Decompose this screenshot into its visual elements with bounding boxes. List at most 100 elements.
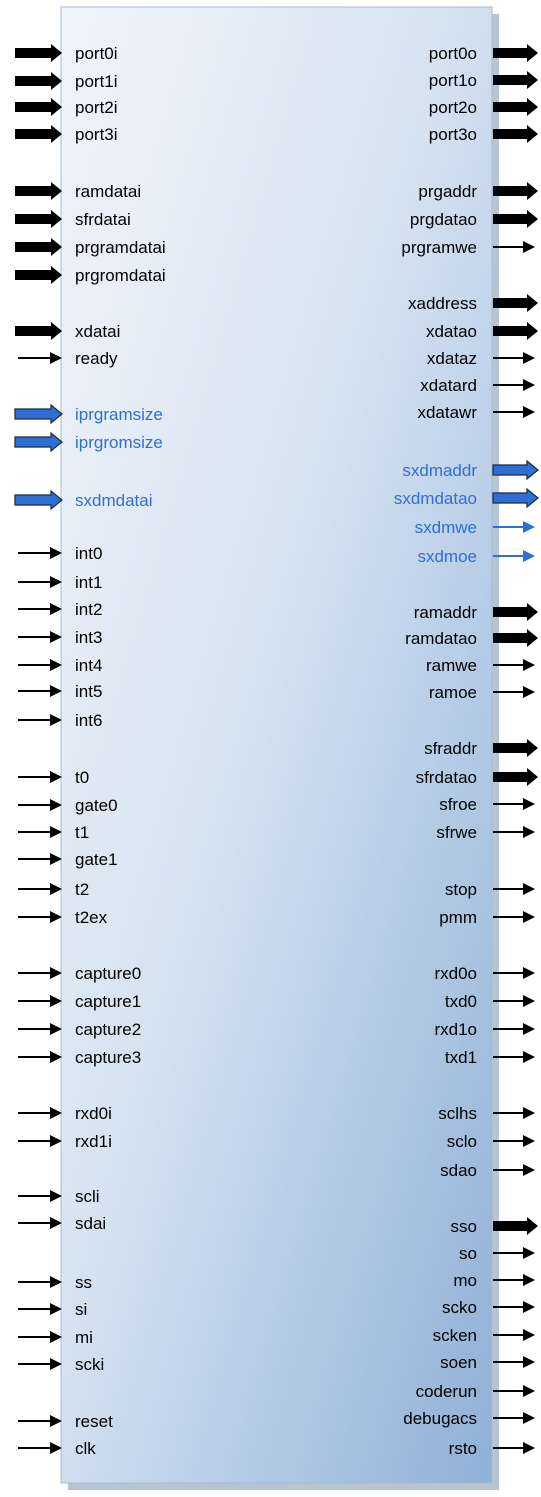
input-wire-arrow-int4 xyxy=(18,659,62,671)
output-bus-arrow-ramaddr xyxy=(493,603,538,621)
input-bus-arrow-xdatai xyxy=(15,322,62,340)
output-pin-label: rsto xyxy=(449,1439,477,1458)
input-pin-label: t1 xyxy=(75,823,89,842)
input-wire-arrow-int6 xyxy=(18,714,62,726)
output-pin-label: coderun xyxy=(416,1382,477,1401)
input-wire-arrow-rxd0i xyxy=(18,1107,62,1119)
output-wire-arrow-ramoe xyxy=(493,686,535,698)
input-pin-label: int4 xyxy=(75,656,102,675)
output-wire-arrow-rxd0o xyxy=(493,967,535,979)
input-wire-arrow-clk xyxy=(18,1442,62,1454)
input-wire-arrow-reset xyxy=(18,1415,62,1427)
output-bus-arrow-port1o xyxy=(493,71,538,89)
output-bus-arrow-ramdatao xyxy=(493,629,538,647)
input-pin-label: sdai xyxy=(75,1214,106,1233)
input-bus-arrow-port0i xyxy=(15,44,62,62)
input-wire-arrow-int0 xyxy=(18,547,62,559)
input-pin-label: ready xyxy=(75,349,118,368)
input-pin-label: port0i xyxy=(75,44,118,63)
output-bus-arrow-xaddress xyxy=(493,294,538,312)
input-wire-arrow-t2 xyxy=(18,883,62,895)
input-pin-label: clk xyxy=(75,1439,96,1458)
input-wire-arrow-t2ex xyxy=(18,911,62,923)
input-pin-label: int0 xyxy=(75,544,102,563)
input-pin-label: capture1 xyxy=(75,992,141,1011)
input-pin-label: int6 xyxy=(75,711,102,730)
input-bus-arrow-prgramdatai xyxy=(15,238,62,256)
output-pin-label: xdatawr xyxy=(417,403,477,422)
input-bus-arrow-prgromdatai xyxy=(15,266,62,284)
input-pin-label: si xyxy=(75,1300,87,1319)
input-pin-label: gate0 xyxy=(75,796,118,815)
output-pin-label: prgaddr xyxy=(418,182,477,201)
input-wire-arrow-t1 xyxy=(18,826,62,838)
input-pin-label: mi xyxy=(75,1328,93,1347)
output-pin-label: ramoe xyxy=(429,683,477,702)
input-wire-arrow-mi xyxy=(18,1331,62,1343)
output-bus-arrow-prgaddr xyxy=(493,182,538,200)
output-wire-arrow-stop xyxy=(493,883,535,895)
input-pin-label: reset xyxy=(75,1412,113,1431)
input-bus-arrow-sfrdatai xyxy=(15,210,62,228)
output-pin-label: sxdmoe xyxy=(417,547,477,566)
output-bus-arrow-port3o xyxy=(493,125,538,143)
input-pin-label: t0 xyxy=(75,768,89,787)
output-wire-arrow-pmm xyxy=(493,911,535,923)
output-pin-label: prgdatao xyxy=(410,210,477,229)
output-pin-label: rxd0o xyxy=(434,964,477,983)
input-wire-arrow-int1 xyxy=(18,576,62,588)
input-wire-arrow-int5 xyxy=(18,685,62,697)
output-wire-arrow-sfrwe xyxy=(493,826,535,838)
input-pin-label: xdatai xyxy=(75,322,120,341)
output-pin-label: port2o xyxy=(429,98,477,117)
output-pin-label: xaddress xyxy=(408,294,477,313)
output-wire-arrow-sdao xyxy=(493,1164,535,1176)
output-wire-arrow-prgramwe xyxy=(493,241,535,253)
output-wire-arrow-so xyxy=(493,1247,535,1259)
output-pin-label: txd0 xyxy=(445,992,477,1011)
output-pin-label: sfroe xyxy=(439,795,477,814)
output-wire-arrow-sxdmoe xyxy=(493,550,535,562)
input-wire-arrow-gate1 xyxy=(18,853,62,865)
input-bus-arrow-iprgromsize xyxy=(14,431,63,453)
output-pin-label: debugacs xyxy=(403,1409,477,1428)
input-pin-label: capture2 xyxy=(75,1020,141,1039)
output-wire-arrow-scken xyxy=(493,1329,535,1341)
output-wire-arrow-sxdmwe xyxy=(493,521,535,533)
output-bus-arrow-sfraddr xyxy=(493,739,538,757)
output-pin-label: xdataz xyxy=(427,349,477,368)
output-pin-label: sxdmdatao xyxy=(394,489,477,508)
input-wire-arrow-scli xyxy=(18,1190,62,1202)
output-pin-label: sclo xyxy=(447,1132,477,1151)
output-wire-arrow-sclhs xyxy=(493,1107,535,1119)
input-pin-label: prgramdatai xyxy=(75,238,166,257)
output-pin-label: so xyxy=(459,1244,477,1263)
output-wire-arrow-scko xyxy=(493,1301,535,1313)
output-pin-label: sdao xyxy=(440,1161,477,1180)
output-wire-arrow-ramwe xyxy=(493,659,535,671)
input-pin-label: ramdatai xyxy=(75,182,141,201)
output-pin-label: pmm xyxy=(439,908,477,927)
output-wire-arrow-debugacs xyxy=(493,1412,535,1424)
output-wire-arrow-txd0 xyxy=(493,995,535,1007)
output-pin-label: sxdmwe xyxy=(415,518,477,537)
output-wire-arrow-xdataz xyxy=(493,352,535,364)
input-wire-arrow-capture0 xyxy=(18,967,62,979)
input-pin-label: sfrdatai xyxy=(75,210,131,229)
output-pin-label: port0o xyxy=(429,44,477,63)
input-pin-label: port2i xyxy=(75,98,118,117)
output-pin-label: ramaddr xyxy=(414,603,478,622)
output-wire-arrow-sfroe xyxy=(493,798,535,810)
input-bus-arrow-iprgramsize xyxy=(14,403,63,425)
input-pin-label: prgromdatai xyxy=(75,266,166,285)
input-pin-label: int3 xyxy=(75,628,102,647)
input-pin-label: t2 xyxy=(75,880,89,899)
output-bus-arrow-port2o xyxy=(493,98,538,116)
input-pin-label: port3i xyxy=(75,125,118,144)
input-pin-label: port1i xyxy=(75,72,118,91)
output-bus-arrow-prgdatao xyxy=(493,210,538,228)
output-pin-label: sclhs xyxy=(438,1104,477,1123)
output-pin-label: stop xyxy=(445,880,477,899)
output-bus-arrow-xdatao xyxy=(493,322,538,340)
